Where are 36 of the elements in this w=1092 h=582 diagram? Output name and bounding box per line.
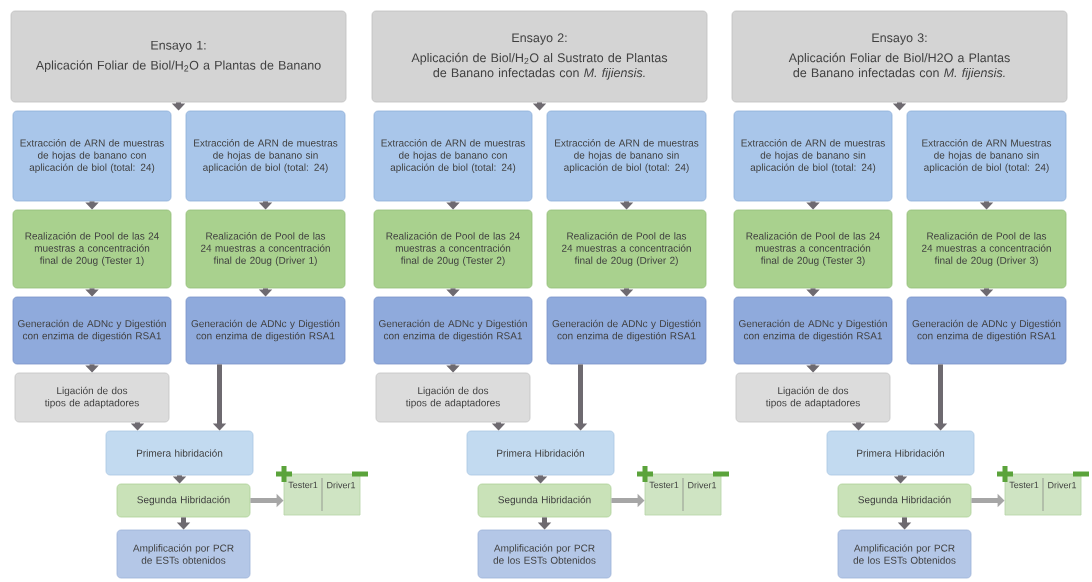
process-box: Ligación de dos tipos de adaptadores <box>735 372 891 423</box>
process-box: Generación de ADNc y Digestión con enzima de digestión RSA1 <box>733 296 893 365</box>
process-box: Amplificación por PCR de ESTs obtenidos <box>116 529 251 579</box>
process-box: Realización de Pool de las 24 muestras a concentración final de 20ug (Tester 2) <box>373 209 533 289</box>
process-box: Extracción de ARN de muestras de hojas de banano sin aplicación de biol (total: 24) <box>546 110 707 202</box>
process-box: Primera Hibridación <box>466 430 615 476</box>
process-box: Segunda Hibridación <box>837 483 972 518</box>
process-box: Amplificación por PCR de los ESTs Obtenidos <box>837 529 972 579</box>
tester-driver-box: Tester1 Driver1 <box>644 473 722 516</box>
process-box: Primera Hibridación <box>826 430 975 476</box>
process-box: Generación de ADNc y Digestión con enzima de digestión RSA1 <box>373 296 533 365</box>
process-box: Extracción de ARN de muestras de hojas de banano con aplicación de biol (total: 24) <box>373 110 533 202</box>
tester-driver-box: Tester1 Driver1 <box>283 473 361 516</box>
process-box: Ligación de dos tipos de adaptadores <box>14 372 170 423</box>
process-box: Primera hibridación <box>105 430 254 476</box>
process-box: Extracción de ARN Muestras de hojas de banano sin aplicación de biol (total: 24) <box>906 110 1067 202</box>
process-box: Realización de Pool de las 24 muestras a concentración final de 20ug (Driver 2) <box>546 209 707 289</box>
process-box: Segunda Hibridación <box>477 483 612 518</box>
header-box: Ensayo 2: Aplicación de Biol/H$_{2}$O al Sustrato de Plantas de Banano infectadas con M. fijiensis. <box>371 10 708 103</box>
process-box: Realización de Pool de las 24 muestras a concentración final de 20ug (Driver 3) <box>906 209 1067 289</box>
process-box: Realización de Pool de las 24 muestras a concentración final de 20ug (Driver 1) <box>185 209 346 289</box>
process-box: Realización de Pool de las 24 muestras a concentración final de 20ug (Tester 1) <box>12 209 172 289</box>
header-box: Ensayo 3: Aplicación Foliar de Biol/H2O a Plantas de Banano infectadas con M. fijiensis. <box>731 10 1068 103</box>
process-box: Realización de Pool de las 24 muestras a concentración final de 20ug (Tester 3) <box>733 209 893 289</box>
process-box: Generación de ADNc y Digestión con enzima de digestión RSA1 <box>906 296 1067 365</box>
tester-driver-box: Tester1 Driver1 <box>1004 473 1082 516</box>
process-box: Extracción de ARN de muestras de hojas de banano sin aplicación de biol (total: 24) <box>733 110 893 202</box>
process-box: Extracción de ARN de muestras de hojas de banano sin aplicación de biol (total: 24) <box>185 110 346 202</box>
process-box: Generación de ADNc y Digestión con enzima de digestión RSA1 <box>546 296 707 365</box>
header-box: Ensayo 1: Aplicación Foliar de Biol/H$_{2}$O a Plantas de Banano <box>10 10 347 103</box>
process-box: Amplificación por PCR de los ESTs Obtenidos <box>477 529 612 579</box>
process-box: Ligación de dos tipos de adaptadores <box>375 372 531 423</box>
process-box: Segunda Hibridación <box>116 483 251 518</box>
process-box: Generación de ADNc y Digestión con enzima de digestión RSA1 <box>12 296 172 365</box>
process-box: Generación de ADNc y Digestión con enzima de digestión RSA1 <box>185 296 346 365</box>
process-box: Extracción de ARN de muestras de hojas de banano con aplicación de biol (total: 24) <box>12 110 172 202</box>
